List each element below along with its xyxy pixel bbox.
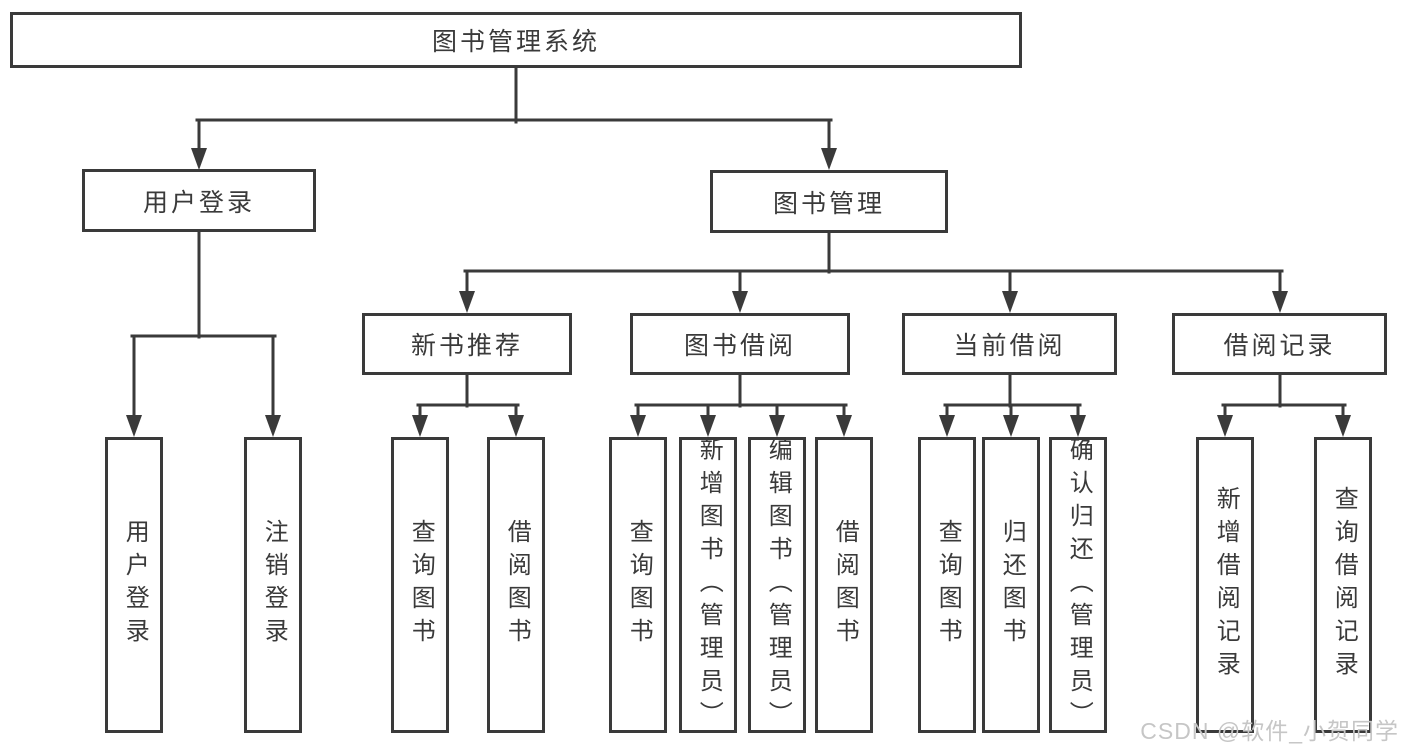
node-current-borrow: 当前借阅 (902, 313, 1117, 375)
arrow-down-icon (265, 415, 281, 437)
arrow-down-icon (1070, 415, 1086, 437)
leaf-query-books-1: 查询图书 (391, 437, 449, 733)
arrow-down-icon (939, 415, 955, 437)
node-borrow-records: 借阅记录 (1172, 313, 1387, 375)
leaf-add-book-admin: 新增图书（管理员） (679, 436, 737, 734)
book-mgmt-branch-lines (463, 231, 1284, 307)
leaf-label: 查询图书 (625, 519, 653, 651)
leaf-edit-book-admin: 编辑图书（管理员） (748, 436, 806, 734)
node-book-borrow: 图书借阅 (630, 313, 850, 375)
leaf-logout: 注销登录 (244, 437, 302, 733)
arrow-down-icon (732, 291, 748, 313)
arrow-down-icon (459, 291, 475, 313)
arrow-down-icon (508, 415, 524, 437)
leaf-query-books-3: 查询图书 (918, 437, 976, 733)
leaf-label: 查询图书 (934, 519, 962, 651)
arrow-down-icon (126, 415, 142, 437)
leaf-label: 用户登录 (121, 519, 149, 651)
leaf-add-borrow-record: 新增借阅记录 (1196, 437, 1254, 733)
leaf-label: 确认归还（管理员） (1065, 436, 1093, 734)
arrow-down-icon (1335, 415, 1351, 437)
leaf-borrow-books-2: 借阅图书 (815, 437, 873, 733)
user-login-branch-lines (130, 230, 277, 430)
leaf-label: 借阅图书 (503, 519, 531, 651)
branch-user-login: 用户登录 (82, 169, 316, 232)
leaf-user-login: 用户登录 (105, 437, 163, 733)
arrow-down-icon (821, 148, 837, 170)
branch-book-management: 图书管理 (710, 170, 948, 233)
arrow-down-icon (836, 415, 852, 437)
arrow-down-icon (412, 415, 428, 437)
arrow-down-icon (1003, 415, 1019, 437)
leaf-label: 新增借阅记录 (1212, 486, 1240, 684)
arrow-down-icon (700, 415, 716, 437)
borrow-records-lines (1221, 373, 1347, 430)
root-to-level2-lines (195, 66, 833, 162)
leaf-label: 注销登录 (260, 519, 288, 651)
node-new-book-recommend: 新书推荐 (362, 313, 572, 375)
root-node: 图书管理系统 (10, 12, 1022, 68)
arrow-down-icon (769, 415, 785, 437)
leaf-confirm-return-admin: 确认归还（管理员） (1049, 436, 1107, 734)
leaf-label: 借阅图书 (831, 519, 859, 651)
watermark: CSDN @软件_小贺同学 (1140, 718, 1399, 744)
leaf-return-book: 归还图书 (982, 437, 1040, 733)
new-book-rec-lines (416, 373, 520, 430)
leaf-label: 查询图书 (407, 519, 435, 651)
leaf-borrow-books-1: 借阅图书 (487, 437, 545, 733)
leaf-query-borrow-record: 查询借阅记录 (1314, 437, 1372, 733)
arrow-down-icon (1217, 415, 1233, 437)
book-borrow-lines (634, 373, 848, 430)
leaf-label: 编辑图书（管理员） (764, 436, 792, 734)
leaf-label: 归还图书 (998, 519, 1026, 651)
arrow-down-icon (1272, 291, 1288, 313)
arrow-down-icon (191, 148, 207, 170)
arrow-down-icon (1002, 291, 1018, 313)
arrow-down-icon (630, 415, 646, 437)
leaf-query-books-2: 查询图书 (609, 437, 667, 733)
leaf-label: 新增图书（管理员） (695, 436, 723, 734)
arrowheads (126, 148, 1351, 437)
leaf-label: 查询借阅记录 (1330, 486, 1358, 684)
